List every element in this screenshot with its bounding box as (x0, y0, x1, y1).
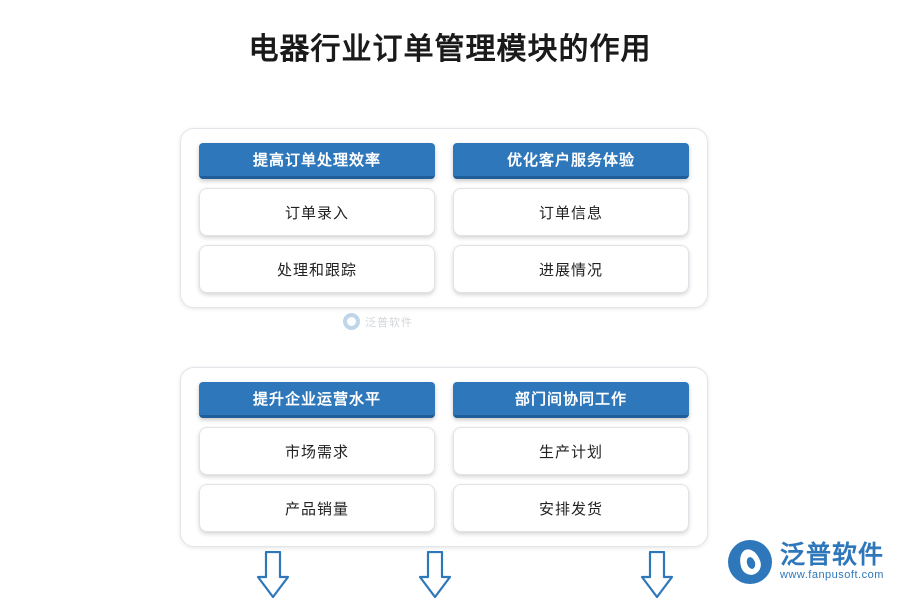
panel-1-col-1-header: 提高订单处理效率 (199, 143, 435, 179)
panel-2-col-2-header: 部门间协同工作 (453, 382, 689, 418)
panel-2-col-1-item-1: 市场需求 (199, 427, 435, 475)
panel-2-col-1-item-2: 产品销量 (199, 484, 435, 532)
center-watermark-label: 泛普软件 (365, 316, 413, 329)
panel-1-column-2: 优化客户服务体验 订单信息 进展情况 (453, 143, 689, 293)
brand-logo: 泛普软件 www.fanpusoft.com (727, 540, 884, 584)
panel-2-col-1-header: 提升企业运营水平 (199, 382, 435, 418)
panel-1-col-2-item-2: 进展情况 (453, 245, 689, 293)
panel-1-col-1-item-1: 订单录入 (199, 188, 435, 236)
brand-url: www.fanpusoft.com (779, 569, 884, 582)
diagram-panel-2: 提升企业运营水平 市场需求 产品销量 部门间协同工作 生产计划 安排发货 (180, 367, 708, 547)
panel-1-col-2-item-1: 订单信息 (453, 188, 689, 236)
arrow-down-outline-icon-right (640, 551, 674, 599)
circle-logo-icon (343, 313, 360, 330)
brand-logo-text: 泛普软件 www.fanpusoft.com (780, 542, 884, 582)
panel-2-columns: 提升企业运营水平 市场需求 产品销量 部门间协同工作 生产计划 安排发货 (199, 382, 689, 532)
panel-2-column-1: 提升企业运营水平 市场需求 产品销量 (199, 382, 435, 532)
panel-1-column-1: 提高订单处理效率 订单录入 处理和跟踪 (199, 143, 435, 293)
panel-1-col-1-item-2: 处理和跟踪 (199, 245, 435, 293)
panel-1-col-2-header: 优化客户服务体验 (453, 143, 689, 179)
brand-name: 泛普软件 (779, 541, 884, 570)
panel-2-col-2-item-2: 安排发货 (453, 484, 689, 532)
fanpu-flame-logo-icon (727, 540, 772, 584)
panel-2-col-2-item-1: 生产计划 (453, 427, 689, 475)
arrow-down-outline-icon-left (256, 551, 290, 599)
page-title: 电器行业订单管理模块的作用 (248, 33, 652, 66)
panel-1-columns: 提高订单处理效率 订单录入 处理和跟踪 优化客户服务体验 订单信息 进展情况 (199, 143, 689, 293)
arrow-down-outline-icon-center (418, 551, 452, 599)
diagram-panel-1: 提高订单处理效率 订单录入 处理和跟踪 优化客户服务体验 订单信息 进展情况 (180, 128, 708, 308)
panel-2-column-2: 部门间协同工作 生产计划 安排发货 (453, 382, 689, 532)
center-watermark: 泛普软件 (343, 313, 413, 330)
